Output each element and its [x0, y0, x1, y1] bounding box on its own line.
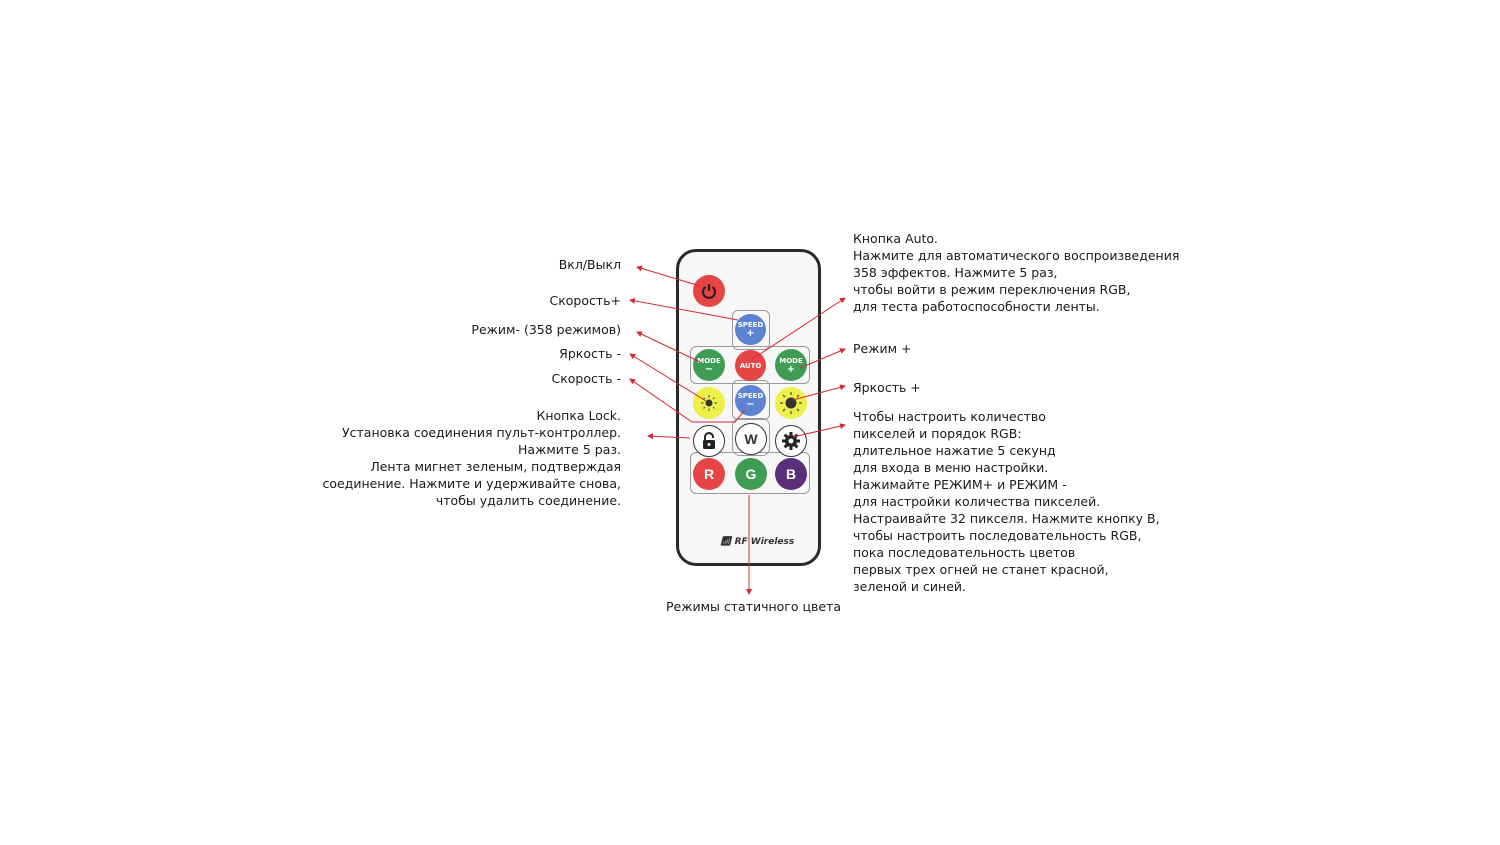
- green-text: G: [745, 466, 757, 482]
- power-icon: [701, 284, 717, 299]
- mode-minus-button[interactable]: MODE −: [693, 349, 725, 381]
- blue-text: B: [785, 466, 797, 482]
- label-auto-line: Кнопка Auto.: [853, 231, 938, 246]
- label-settings-line: зеленой и синей.: [853, 579, 966, 594]
- label-settings-line: для входа в меню настройки.: [853, 460, 1049, 475]
- label-auto-line: Нажмите для автоматического воспроизведе…: [853, 248, 1180, 263]
- mode-minus-sign: −: [704, 363, 714, 375]
- label-mode-minus: Режим- (358 режимов): [471, 322, 621, 337]
- remote-control: SPEED + MODE − AUTO MODE + SPEED −: [676, 249, 821, 566]
- label-settings-line: первых трех огней не станет красной,: [853, 562, 1109, 577]
- label-static-colors: Режимы статичного цвета: [666, 599, 842, 614]
- label-speed-minus: Скорость -: [551, 371, 621, 386]
- label-lock: Кнопка Lock. Установка соединения пульт-…: [322, 407, 621, 509]
- lock-button[interactable]: [693, 425, 725, 457]
- mode-plus-button[interactable]: MODE +: [775, 349, 807, 381]
- frame-w: [732, 418, 770, 456]
- brightness-plus-button[interactable]: [775, 387, 807, 419]
- label-lock-line: чтобы удалить соединение.: [435, 493, 621, 508]
- red-text: R: [703, 466, 715, 482]
- wifi-icon: 📶︎: [720, 537, 732, 547]
- label-lock-line: Нажмите 5 раз.: [518, 442, 621, 457]
- label-lock-line: соединение. Нажмите и удерживайте снова,: [322, 476, 621, 491]
- label-settings-line: чтобы настроить последовательность RGB,: [853, 528, 1142, 543]
- power-button[interactable]: [693, 275, 725, 307]
- sun-large-icon: [780, 392, 802, 414]
- label-speed-plus: Скорость+: [549, 293, 621, 308]
- label-auto: Кнопка Auto. Нажмите для автоматического…: [853, 230, 1179, 315]
- label-settings-line: длительное нажатие 5 секунд: [853, 443, 1056, 458]
- brand-text: RF Wireless: [734, 537, 795, 547]
- red-button[interactable]: R: [693, 458, 725, 490]
- label-auto-line: для теста работоспособности ленты.: [853, 299, 1100, 314]
- label-settings-line: пикселей и порядок RGB:: [853, 426, 1022, 441]
- label-settings-line: Настраивайте 32 пикселя. Нажмите кнопку …: [853, 511, 1160, 526]
- gear-icon: [782, 432, 800, 450]
- auto-text: AUTO: [739, 361, 762, 370]
- speed-minus-sign: −: [746, 399, 755, 410]
- sun-small-icon: [701, 395, 717, 411]
- label-lock-line: Установка соединения пульт-контроллер.: [342, 425, 621, 440]
- label-power: Вкл/Выкл: [558, 257, 621, 272]
- label-lock-line: Лента мигнет зеленым, подтверждая: [370, 459, 621, 474]
- speed-plus-button[interactable]: SPEED +: [735, 314, 766, 345]
- label-auto-line: 358 эффектов. Нажмите 5 раз,: [853, 265, 1058, 280]
- brightness-minus-button[interactable]: [693, 387, 725, 419]
- label-auto-line: чтобы войти в режим переключения RGB,: [853, 282, 1131, 297]
- label-settings-line: Чтобы настроить количество: [853, 409, 1046, 424]
- lock-icon: [703, 432, 715, 449]
- speed-plus-text: SPEED: [737, 321, 764, 329]
- white-button[interactable]: W: [735, 423, 767, 455]
- settings-button[interactable]: [775, 425, 807, 457]
- label-brightness-minus: Яркость -: [559, 346, 621, 361]
- speed-minus-button[interactable]: SPEED −: [735, 385, 766, 416]
- label-settings-line: для настройки количества пикселей.: [853, 494, 1101, 509]
- mode-plus-sign: +: [786, 363, 796, 375]
- green-button[interactable]: G: [735, 458, 767, 490]
- label-settings-line: пока последовательность цветов: [853, 545, 1076, 560]
- label-settings-line: Нажимайте РЕЖИМ+ и РЕЖИМ -: [853, 477, 1067, 492]
- speed-plus-sign: +: [746, 328, 755, 339]
- label-lock-line: Кнопка Lock.: [536, 408, 621, 423]
- mode-plus-text: MODE: [779, 356, 803, 365]
- speed-minus-text: SPEED: [737, 392, 764, 400]
- auto-button[interactable]: AUTO: [735, 350, 766, 381]
- label-settings: Чтобы настроить количество пикселей и по…: [853, 408, 1160, 595]
- blue-button[interactable]: B: [775, 458, 807, 490]
- label-brightness-plus: Яркость +: [853, 380, 921, 395]
- label-mode-plus: Режим +: [853, 341, 912, 356]
- mode-minus-text: MODE: [697, 356, 721, 365]
- white-text: W: [744, 431, 758, 447]
- brand-label: 📶︎ RF Wireless: [720, 537, 794, 547]
